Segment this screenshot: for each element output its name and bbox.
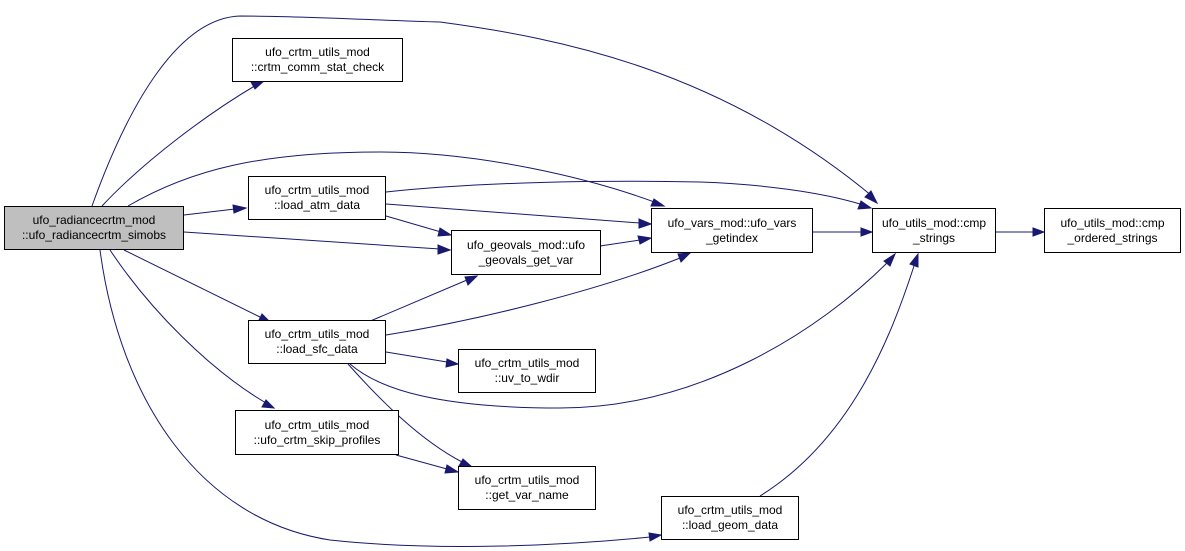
node-label-line1: ufo_vars_mod::ufo_vars	[667, 215, 797, 230]
arrowhead-geovals-to-vars-getindex	[637, 235, 653, 245]
node-load-sfc-data[interactable]: ufo_crtm_utils_mod ::load_sfc_data	[248, 320, 386, 364]
edge-load-sfc-to-uv-to-wdir	[385, 351, 448, 363]
edge-root-to-vars-getindex	[127, 151, 658, 207]
node-label-line2: ::load_geom_data	[681, 518, 779, 532]
edge-root-to-comm-stat	[101, 83, 259, 207]
node-label-line1: ufo_crtm_utils_mod	[264, 327, 370, 341]
edge-root-to-cmp-strings	[91, 15, 873, 207]
node-label-line2: _geovals_get_var	[478, 252, 574, 267]
node-cmp-strings[interactable]: ufo_utils_mod::cmp _strings	[872, 208, 996, 253]
arrowhead-load-sfc-to-geovals-get-var	[464, 275, 479, 286]
arrowhead-root-to-cmp-strings	[864, 190, 879, 205]
edge-load-atm-to-geovals-get-var	[385, 215, 442, 233]
node-label-line2: ::crtm_comm_stat_check	[250, 60, 385, 74]
node-get-var-name[interactable]: ufo_crtm_utils_mod ::get_var_name	[458, 466, 596, 510]
arrowhead-root-to-vars-getindex	[650, 198, 666, 207]
arrowhead-root-to-skip-profiles	[261, 399, 276, 409]
node-label-line2: _strings	[912, 230, 956, 245]
node-label-line1: ufo_crtm_utils_mod	[265, 45, 370, 59]
edge-load-geom-to-cmp-strings	[759, 265, 915, 497]
arrowhead-load-geom-to-cmp-strings	[909, 252, 919, 268]
edge-geovals-to-vars-getindex	[599, 239, 641, 247]
arrowhead-load-sfc-to-vars-getindex	[677, 252, 692, 263]
edge-root-to-load-sfc	[123, 249, 263, 319]
arrowhead-load-sfc-to-uv-to-wdir	[445, 358, 460, 368]
arrowhead-load-sfc-to-cmp-strings	[883, 252, 897, 267]
edge-load-atm-to-cmp-strings	[385, 180, 861, 205]
arrowhead-cmp-strings-to-cmp-ordered	[1032, 227, 1046, 237]
arrowhead-root-to-geovals-get-var	[437, 244, 452, 255]
edge-load-sfc-to-get-var-name	[347, 363, 463, 463]
node-ufo-crtm-skip-profiles[interactable]: ufo_crtm_utils_mod ::ufo_crtm_skip_profi…	[235, 410, 399, 455]
arrowhead-root-to-load-atm	[232, 204, 248, 214]
node-uv-to-wdir[interactable]: ufo_crtm_utils_mod ::uv_to_wdir	[458, 349, 596, 393]
node-label-line1: ufo_geovals_mod::ufo	[466, 237, 586, 252]
arrowhead-skip-profiles-to-get-var-name	[444, 464, 460, 474]
node-label-line2: ::get_var_name	[485, 488, 569, 502]
node-label-line1: ufo_crtm_utils_mod	[474, 356, 580, 370]
node-label-line1: ufo_crtm_utils_mod	[264, 183, 370, 197]
edge-root-to-load-atm	[183, 208, 236, 216]
edge-load-sfc-to-geovals-get-var	[367, 279, 468, 323]
arrowhead-vars-getindex-to-cmp-strings	[860, 227, 874, 237]
edge-root-to-load-geom	[99, 249, 651, 547]
node-ufo-vars-getindex[interactable]: ufo_vars_mod::ufo_vars _getindex	[651, 208, 813, 253]
arrowhead-load-atm-to-geovals-get-var	[437, 227, 453, 237]
node-label-line2: ::load_sfc_data	[276, 342, 358, 356]
node-label-line1: ufo_crtm_utils_mod	[264, 417, 370, 432]
edge-load-sfc-to-vars-getindex	[385, 257, 681, 336]
arrowhead-root-to-load-geom	[648, 532, 663, 542]
edge-skip-profiles-to-get-var-name	[395, 454, 448, 470]
node-label-line2: _getindex	[705, 230, 759, 245]
node-ufo-radiancecrtm-simobs: ufo_radiancecrtm_mod ::ufo_radiancecrtm_…	[4, 206, 184, 250]
node-crtm-comm-stat-check[interactable]: ufo_crtm_utils_mod ::crtm_comm_stat_chec…	[232, 38, 403, 82]
node-label-line1: ufo_utils_mod::cmp	[1060, 215, 1165, 230]
node-load-atm-data[interactable]: ufo_crtm_utils_mod ::load_atm_data	[248, 176, 386, 220]
node-label-line2: ::ufo_radiancecrtm_simobs	[21, 228, 167, 242]
edge-root-to-geovals-get-var	[183, 231, 441, 250]
node-label-line1: ufo_utils_mod::cmp	[881, 215, 987, 230]
node-label-line2: ::uv_to_wdir	[494, 371, 560, 385]
node-label-line2: _ordered_strings	[1067, 230, 1158, 245]
node-label-line2: ::ufo_crtm_skip_profiles	[253, 432, 381, 447]
arrowhead-load-atm-to-vars-getindex	[638, 218, 653, 229]
arrowhead-load-atm-to-cmp-strings	[857, 200, 873, 210]
edge-load-atm-to-vars-getindex	[385, 203, 641, 224]
node-label-line1: ufo_crtm_utils_mod	[677, 503, 783, 517]
node-label-line1: ufo_radiancecrtm_mod	[32, 213, 156, 227]
edge-root-to-skip-profiles	[109, 249, 267, 404]
node-load-geom-data[interactable]: ufo_crtm_utils_mod ::load_geom_data	[661, 496, 799, 540]
edge-load-sfc-to-cmp-strings	[349, 261, 889, 409]
node-label-line1: ufo_crtm_utils_mod	[474, 473, 580, 487]
node-label-line2: ::load_atm_data	[273, 198, 361, 212]
node-ufo-geovals-get-var[interactable]: ufo_geovals_mod::ufo _geovals_get_var	[451, 230, 601, 275]
node-cmp-ordered-strings[interactable]: ufo_utils_mod::cmp _ordered_strings	[1044, 208, 1181, 253]
